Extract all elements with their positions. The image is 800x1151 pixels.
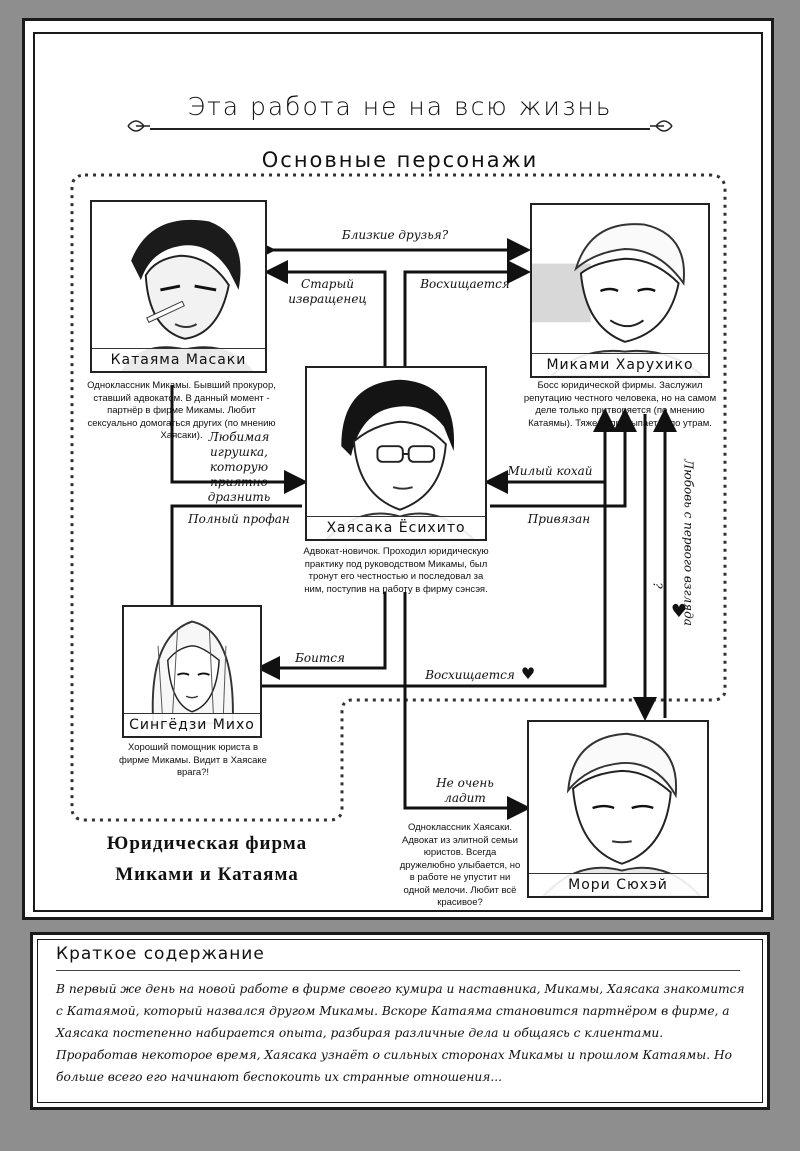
portrait-katayama: Катаяма Масаки	[90, 200, 267, 373]
katayama-name: Катаяма Масаки	[92, 348, 265, 371]
mori-name: Мори Сюхэй	[529, 873, 707, 896]
label-old-pervert: Старый извращенец	[288, 277, 367, 306]
label-admires-mikami-bottom: Восхищается	[425, 668, 515, 682]
relationship-diagram	[70, 173, 727, 822]
shingyoji-description: Хороший помощник юриста в фирме Микамы. …	[119, 742, 267, 778]
mikami-description: Босс юридической фирмы. Заслужил репутац…	[523, 380, 717, 429]
admires-mikami-bottom-arrow	[262, 408, 617, 688]
hayasaka-portrait-image	[325, 379, 475, 539]
hayasaka-name: Хаясака Ёсихито	[307, 516, 485, 539]
title-underline	[150, 128, 650, 130]
shingyoji-name: Сингёдзи Михо	[124, 713, 260, 736]
label-not-getting-along: Не очень ладит	[436, 776, 494, 805]
favorite-toy-arrow	[170, 385, 308, 494]
law-firm-name: Юридическая фирма Миками и Катаяма	[92, 828, 322, 890]
summary-title: Краткое содержание	[56, 944, 265, 964]
mori-description: Одноклассник Хаясаки. Адвокат из элитной…	[399, 822, 521, 908]
label-total-amateur: Полный профан	[188, 512, 290, 526]
not-getting-along-arrow	[403, 592, 531, 820]
love-heart-icon: ♥	[670, 601, 688, 622]
label-admires-mikami: Восхищается	[420, 277, 510, 291]
label-afraid: Боится	[295, 651, 345, 665]
label-question: ?	[650, 582, 665, 589]
afraid-arrow	[256, 592, 387, 680]
law-firm-line-2: Миками и Катаяма	[115, 864, 299, 885]
katayama-portrait-image	[121, 219, 254, 371]
katayama-description: Одноклассник Микамы. Бывший прокурор, ст…	[87, 380, 276, 441]
total-amateur-line	[170, 504, 302, 606]
admire-heart-icon: ♥	[520, 664, 536, 683]
law-firm-line-1: Юридическая фирма	[106, 833, 308, 854]
label-cute-kohai: Милый кохай	[507, 464, 593, 478]
mikami-portrait-image	[532, 223, 705, 376]
portrait-shingyoji: Сингёдзи Михо	[122, 605, 262, 738]
summary-text: В первый же день на новой работе в фирме…	[56, 982, 745, 1084]
label-attached: Привязан	[527, 512, 591, 526]
attached-arrow	[490, 408, 637, 508]
mori-portrait-image	[542, 732, 702, 896]
portrait-mori: Мори Сюхэй	[527, 720, 709, 898]
old-pervert-arrow	[264, 260, 387, 366]
summary-panel	[30, 932, 770, 1110]
admires-mikami-arrow	[403, 260, 531, 366]
hayasaka-description: Адвокат-новичок. Проходил юридическую пр…	[303, 546, 489, 595]
label-favorite-toy: Любимая игрушка, которую приятно дразнит…	[207, 430, 271, 504]
mikami-name: Миками Харухико	[532, 353, 708, 376]
law-firm-boundary	[70, 173, 727, 822]
summary-divider	[56, 970, 740, 971]
page-title: Эта работа не на всю жизнь	[187, 92, 613, 121]
label-close-friends: Близкие друзья?	[341, 228, 449, 242]
portrait-mikami: Миками Харухико	[530, 203, 710, 378]
characters-heading: Основные персонажи	[261, 148, 539, 172]
page-inner-frame	[33, 32, 763, 912]
shingyoji-portrait-image	[151, 620, 234, 725]
portrait-hayasaka: Хаясака Ёсихито	[305, 366, 487, 541]
